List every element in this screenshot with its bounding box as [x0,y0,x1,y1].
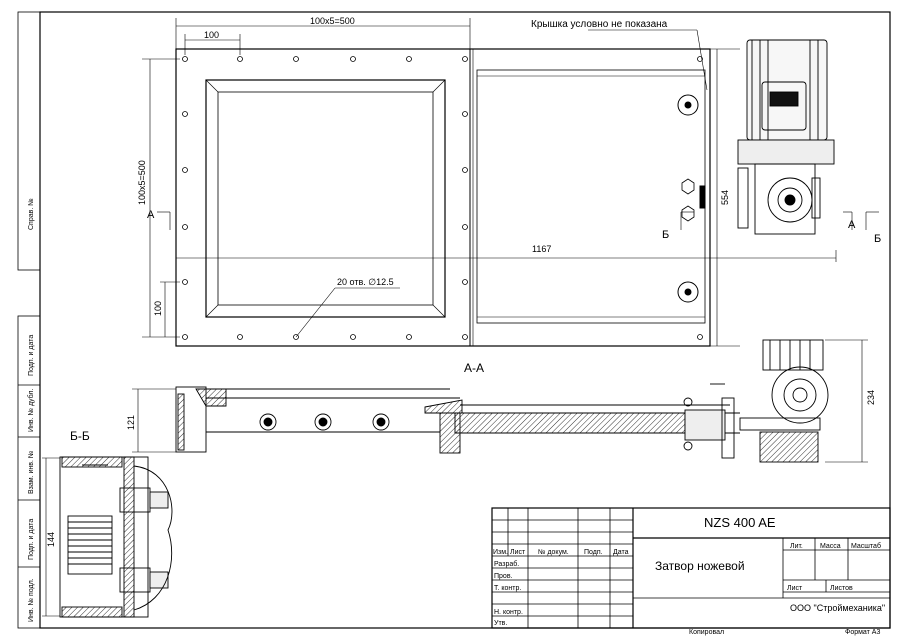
section-aa-dims [132,339,868,463]
section-bb-label: Б-Б [70,429,90,443]
stamp-inv-dubl: Инв. № дубл. [27,389,35,432]
top-view [175,48,711,347]
tb-lit: Лит. [790,543,803,550]
dim-top-step: 100 [204,30,219,40]
section-bb-dims [42,457,60,617]
tb-hdr-izm: Изм. [493,549,508,556]
tb-listov: Листов [830,585,853,592]
tb-row-utv: Утв. [494,620,507,627]
footer-copied: Копировал [689,629,724,636]
mark-a-left: А [147,209,155,221]
tb-row-nkontr: Н. контр. [494,609,523,616]
tb-list: Лист [787,585,803,592]
tb-company: ООО "Строймеханика" [790,603,885,613]
cover-note: Крышка условно не показана [531,19,668,30]
tb-masshtab: Масштаб [851,542,881,550]
tb-designation: NZS 400 AE [704,515,776,530]
side-stamp [17,11,41,629]
dim-left-step: 100 [153,301,163,316]
tb-massa: Масса [820,543,841,550]
tb-name: Затвор ножевой [655,559,745,573]
section-aa-label: А-А [464,361,484,375]
dim-bb-height: 144 [46,532,56,547]
section-aa-view [175,339,829,463]
mark-b-left: Б [662,229,669,241]
dim-height: 554 [720,190,730,205]
title-block [491,507,891,629]
bolt-holes [182,56,703,340]
stamp-vzam: Взам. инв. № [28,451,35,494]
tb-row-razrab: Разраб. [494,560,519,568]
gear-motor-top [737,39,835,235]
footer-format: Формат A3 [845,629,880,636]
dim-left-total: 100x5=500 [137,160,147,205]
tb-hdr-podp: Подп. [584,549,603,556]
section-bb-view [59,456,173,618]
dim-holes: 20 отв. ∅12.5 [337,277,394,287]
dim-top-total: 100x5=500 [310,16,355,26]
tb-hdr-doc: № докум. [538,549,569,556]
tb-hdr-list: Лист [510,549,526,556]
dim-side-right: 234 [866,390,876,405]
stamp-sprav: Справ. № [28,198,35,230]
stamp-podp-1: Подп. и дата [28,335,35,376]
tb-row-tkontr: Т. контр. [494,585,521,592]
stamp-podp-2: Подп. и дата [28,519,35,560]
dim-length: 1167 [532,244,551,254]
mark-b-right: Б [874,233,881,245]
stamp-inv-podl: Инв. № подл. [28,578,35,622]
top-dimensions [142,18,879,347]
dim-side-height: 121 [126,415,136,430]
mark-a-right: А [848,219,856,231]
tb-hdr-data: Дата [613,549,629,556]
tb-row-prov: Пров. [494,573,513,580]
